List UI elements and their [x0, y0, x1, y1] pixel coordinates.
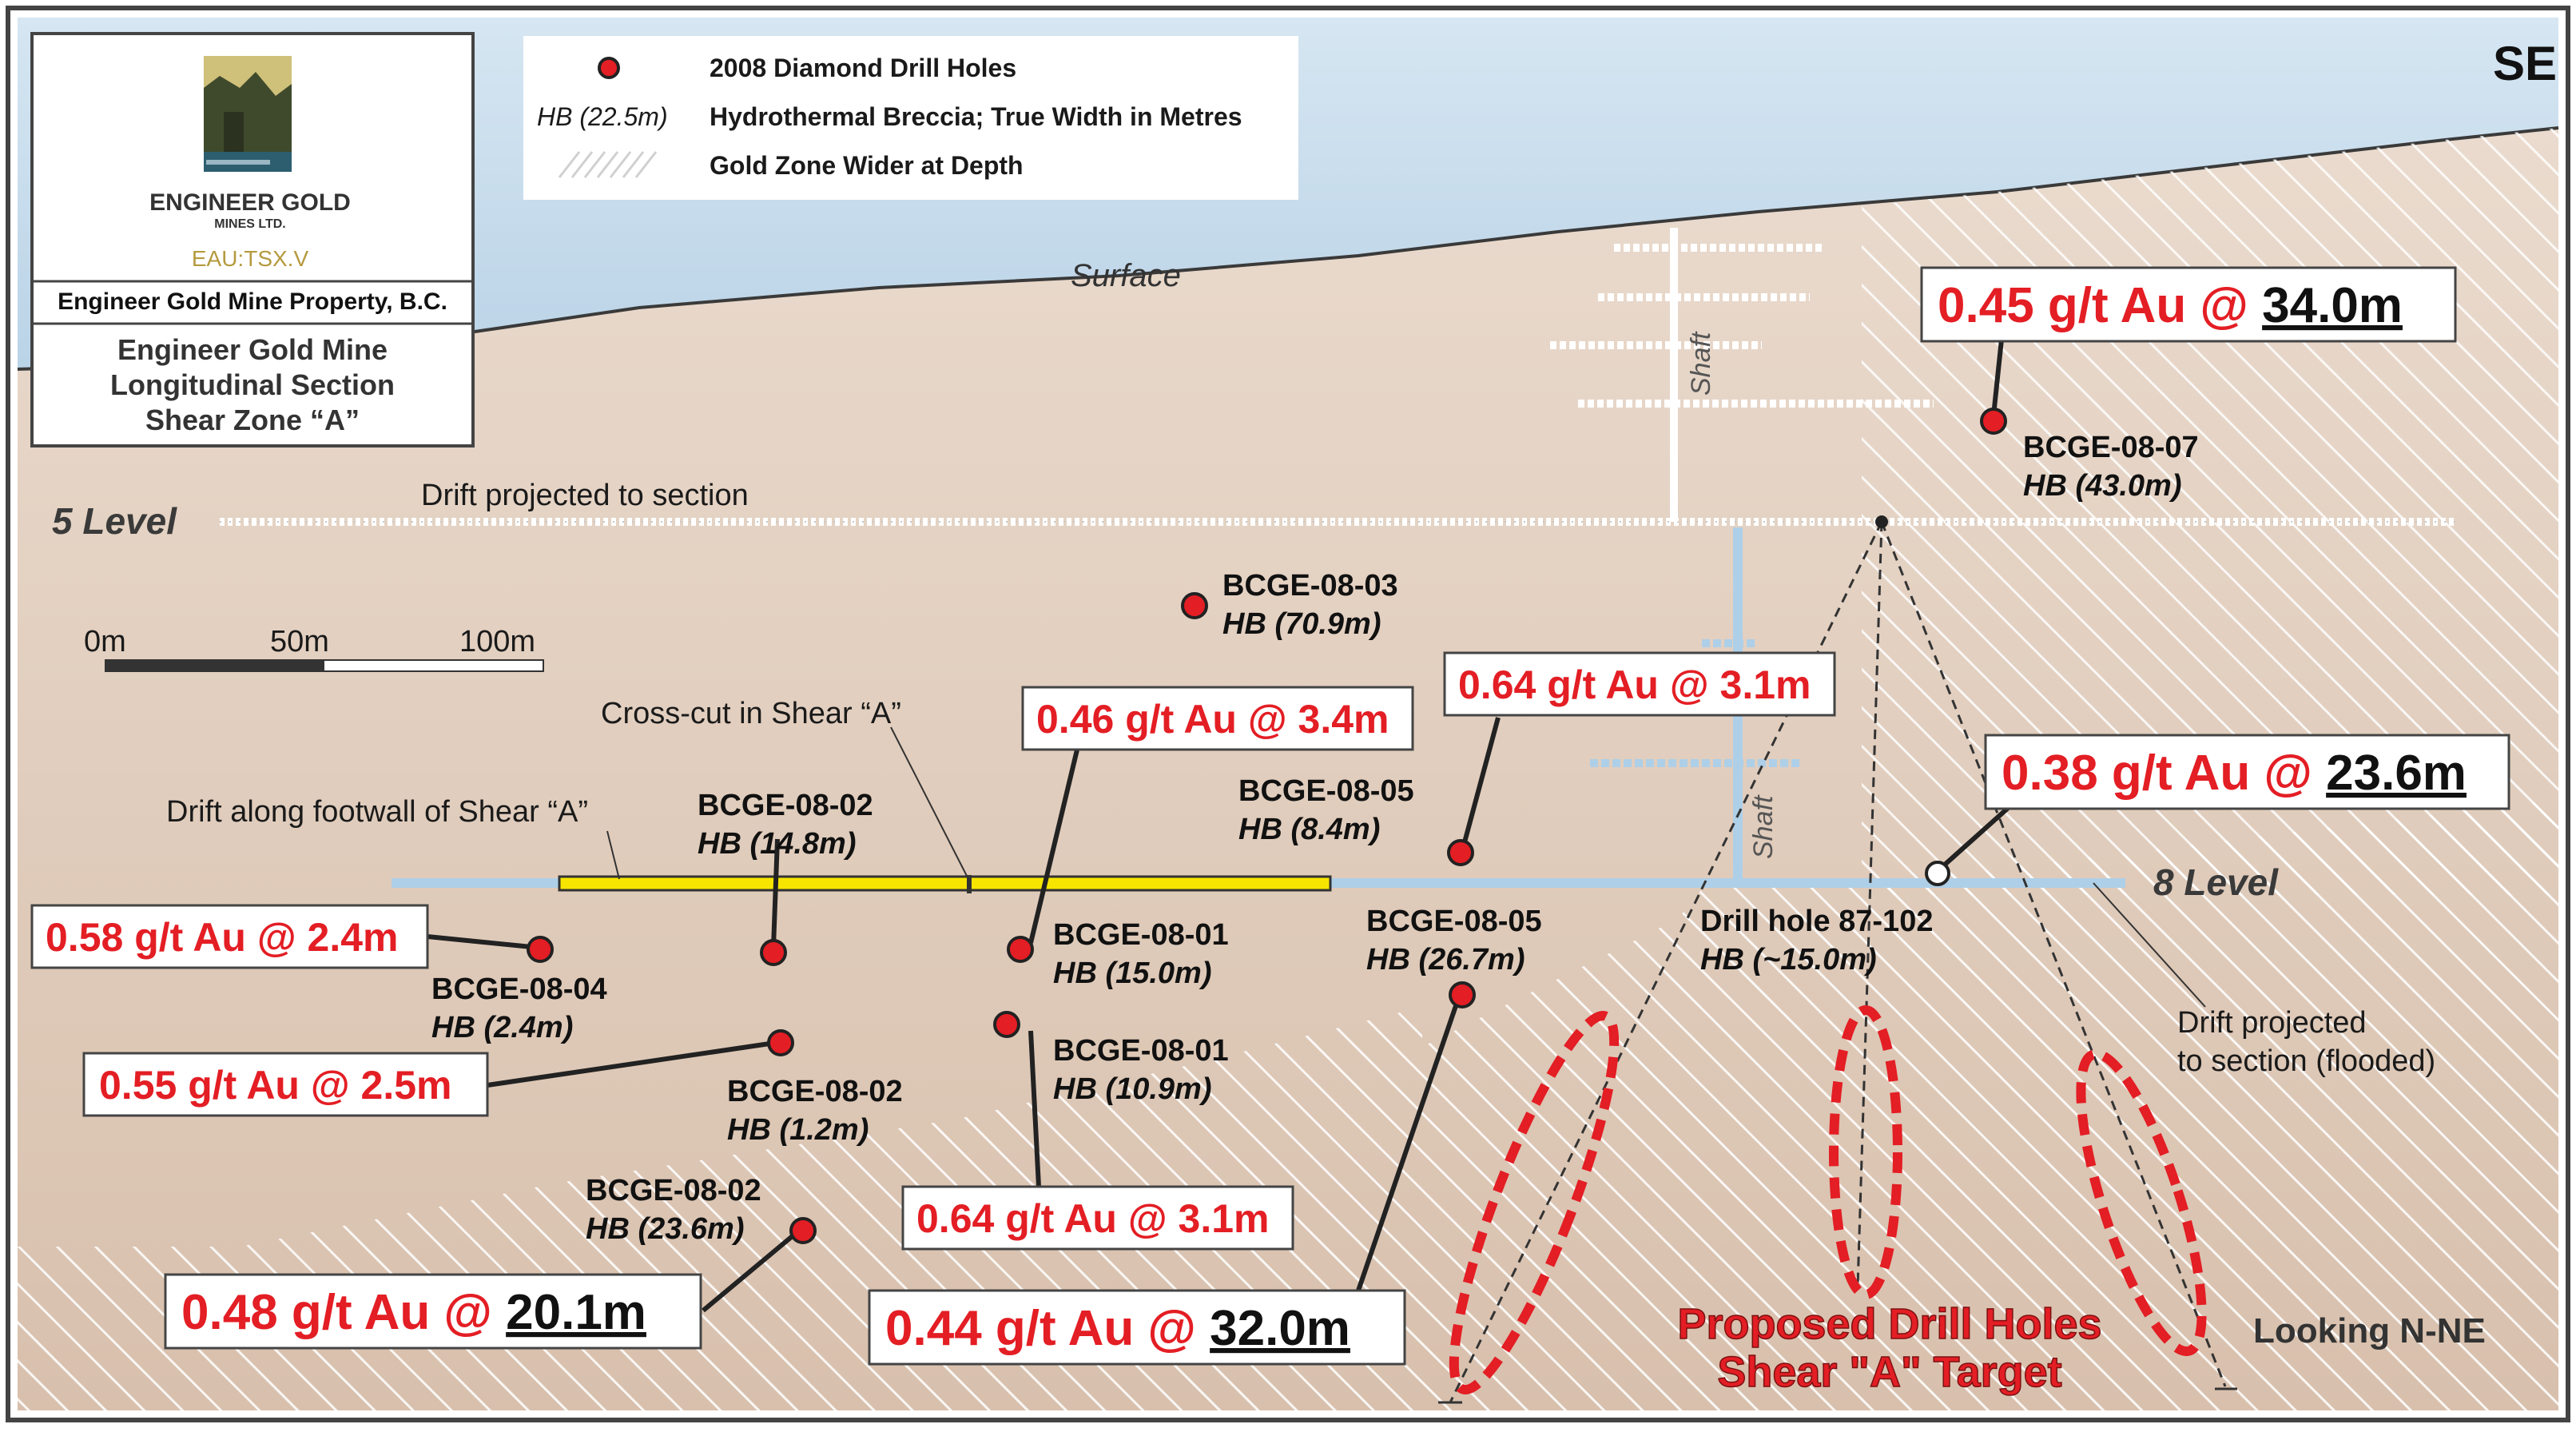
looking-direction: Looking N-NE	[2253, 1311, 2486, 1350]
assay-3: 0.46 g/t Au @ 3.4m	[1036, 697, 1389, 742]
proposed-label-2: Shear "A" Target	[1717, 1348, 2061, 1396]
assay-6: 0.55 g/t Au @ 2.5m	[99, 1063, 451, 1108]
property-name: Engineer Gold Mine Property, B.C.	[58, 288, 447, 315]
assay-box-2	[1443, 651, 1836, 717]
upper-shaft-levels	[1550, 244, 1934, 408]
company-sub: MINES LTD.	[214, 217, 285, 231]
hb-label-87-102: HB (~15.0m)	[1700, 943, 1877, 977]
hole-label-08-01a: BCGE-08-01	[1053, 918, 1229, 952]
hole-label-08-02c: BCGE-08-02	[586, 1174, 761, 1207]
company-name: ENGINEER GOLD	[149, 189, 351, 216]
hb-label-08-05a: HB (8.4m)	[1238, 813, 1380, 846]
footwall-drift-yellow	[558, 875, 1332, 892]
hb-label-08-05b: HB (26.7m)	[1366, 943, 1525, 977]
hb-label-08-01b: HB (10.9m)	[1053, 1072, 1212, 1106]
hatch-zone-right	[1422, 799, 2558, 1410]
scale-bar	[105, 659, 544, 672]
hb-label-08-01a: HB (15.0m)	[1053, 957, 1212, 990]
title-line-2: Longitudinal Section	[110, 368, 395, 401]
target-ellipse-2	[1829, 1005, 1902, 1299]
assay-box-7	[901, 1185, 1294, 1251]
hole-marker-08-01b	[993, 1011, 1020, 1038]
assay-9: 0.44 g/t Au @ 32.0m	[885, 1301, 1350, 1356]
hole-label-08-03: BCGE-08-03	[1222, 569, 1398, 603]
hole-label-08-01b: BCGE-08-01	[1053, 1034, 1229, 1068]
hole-marker-08-05b	[1449, 981, 1476, 1008]
drill-collar	[1875, 515, 1888, 528]
surface-label: Surface	[1071, 258, 1181, 293]
target-ellipses	[1449, 1005, 2207, 1395]
legend-hole-symbol	[598, 57, 620, 79]
drift5-label: Drift projected to section	[421, 479, 749, 512]
thin-leaders	[606, 726, 2206, 1008]
assay-box-1	[1920, 266, 2457, 343]
scale-label-100: 100m	[459, 625, 535, 658]
legend-item-1: 2008 Diamond Drill Holes	[710, 54, 1016, 82]
leader-lines	[427, 339, 2016, 1313]
hb-label-08-02c: HB (23.6m)	[586, 1212, 745, 1246]
company-ticker: EAU:TSX.V	[192, 246, 309, 271]
drift8-label-2: to section (flooded)	[2177, 1044, 2435, 1078]
shaft-label-upper: Shaft	[1686, 331, 1716, 396]
target-ellipse-1	[1449, 1010, 1620, 1395]
assay-box-3	[1021, 686, 1414, 751]
hole-label-08-02b: BCGE-08-02	[727, 1075, 903, 1108]
legend-box	[523, 36, 1298, 200]
hole-marker-87-102	[1925, 861, 1950, 886]
assay-7: 0.64 g/t Au @ 3.1m	[916, 1196, 1269, 1241]
hb-label-08-04: HB (2.4m)	[431, 1011, 573, 1044]
company-logo	[204, 56, 292, 172]
hb-label-08-07: HB (43.0m)	[2023, 469, 2182, 503]
hb-label-08-03: HB (70.9m)	[1222, 607, 1381, 641]
drill-hole-markers	[527, 408, 2007, 1244]
title-line-1: Engineer Gold Mine	[117, 333, 388, 366]
hole-label-08-02a: BCGE-08-02	[698, 789, 873, 822]
level8-label: 8 Level	[2153, 861, 2279, 903]
hb-label-08-02b: HB (1.2m)	[727, 1113, 869, 1147]
hole-marker-08-03	[1181, 592, 1208, 619]
target-ellipse-3	[2076, 1048, 2207, 1357]
level5-label: 5 Level	[52, 500, 177, 542]
hole-marker-08-02a	[760, 939, 787, 966]
footwall-label: Drift along footwall of Shear “A”	[166, 795, 588, 829]
legend-hatch-symbol	[558, 151, 658, 178]
assay-4: 0.38 g/t Au @ 23.6m	[2002, 746, 2467, 801]
hole-marker-08-04	[527, 936, 554, 963]
assay-box-6	[82, 1052, 489, 1117]
assay-2: 0.64 g/t Au @ 3.1m	[1458, 662, 1811, 707]
assay-5: 0.58 g/t Au @ 2.4m	[46, 915, 398, 960]
hole-marker-08-02b	[767, 1029, 794, 1056]
direction-label: SE	[2493, 37, 2557, 90]
hole-label-08-04: BCGE-08-04	[431, 973, 607, 1006]
crosscut-label: Cross-cut in Shear “A”	[601, 697, 901, 730]
lower-shaft-levels	[1590, 639, 1802, 767]
hole-marker-08-07	[1980, 408, 2007, 435]
hole-marker-08-02c	[789, 1217, 817, 1244]
drift8-label-1: Drift projected	[2177, 1006, 2367, 1040]
assay-box-8	[164, 1273, 702, 1350]
legend-hb-symbol: HB (22.5m)	[537, 102, 668, 131]
proposed-label-1: Proposed Drill Holes	[1677, 1300, 2101, 1348]
assay-8: 0.48 g/t Au @ 20.1m	[181, 1285, 646, 1340]
scale-label-50: 50m	[270, 625, 329, 658]
assay-box-9	[868, 1289, 1406, 1366]
assay-1: 0.45 g/t Au @ 34.0m	[1938, 278, 2403, 333]
assay-box-4	[1984, 734, 2510, 810]
hole-label-87-102: Drill hole 87-102	[1700, 905, 1933, 938]
legend-item-3: Gold Zone Wider at Depth	[710, 151, 1024, 180]
hole-label-08-05b: BCGE-08-05	[1366, 905, 1542, 938]
scale-label-0: 0m	[84, 625, 126, 658]
shaft-label-lower: Shaft	[1748, 794, 1779, 859]
hole-marker-08-01a	[1007, 936, 1034, 963]
hole-label-08-07: BCGE-08-07	[2023, 431, 2199, 464]
title-line-3: Shear Zone “A”	[145, 404, 360, 436]
assay-box-5	[30, 904, 429, 969]
hole-label-08-05a: BCGE-08-05	[1238, 774, 1414, 808]
hole-marker-08-05a	[1447, 839, 1474, 866]
legend-item-2: Hydrothermal Breccia; True Width in Metr…	[710, 102, 1242, 131]
hb-label-08-02a: HB (14.8m)	[698, 827, 857, 861]
